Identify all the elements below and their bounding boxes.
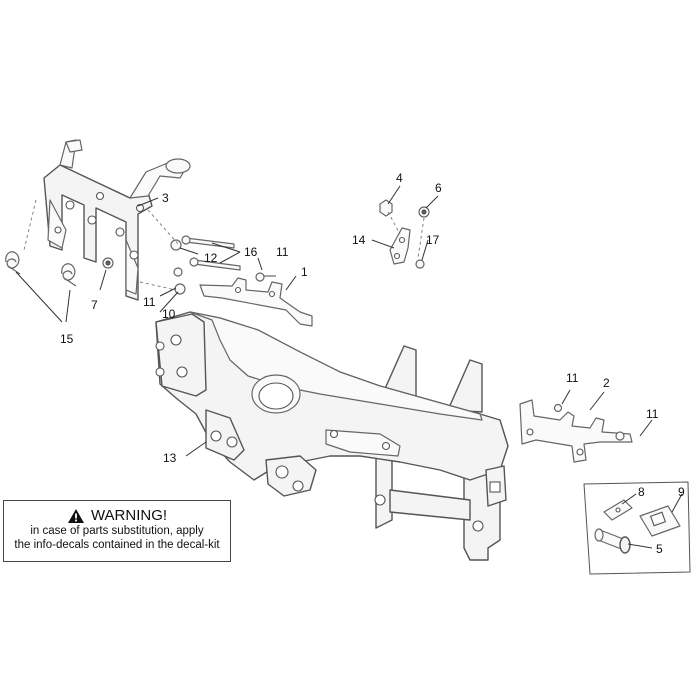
callout-4: 4 bbox=[396, 171, 403, 185]
callout-11-right-left: 11 bbox=[566, 371, 579, 385]
callout-11-right-right: 11 bbox=[646, 407, 659, 421]
callout-8: 8 bbox=[638, 485, 645, 499]
callout-17: 17 bbox=[426, 233, 440, 247]
callout-numbers: 3 16 12 11 1 11 10 7 15 4 6 14 17 13 11 … bbox=[60, 171, 685, 556]
sleeve-part-5 bbox=[594, 528, 631, 554]
nut-part-7 bbox=[102, 257, 114, 269]
leader-lines bbox=[15, 185, 683, 549]
warning-line-1: in case of parts substitution, apply bbox=[30, 525, 204, 537]
callout-2: 2 bbox=[603, 376, 610, 390]
callout-16: 16 bbox=[244, 245, 258, 259]
callout-11-left-upper: 11 bbox=[276, 245, 289, 259]
bracket-part-2 bbox=[519, 399, 633, 463]
callout-6: 6 bbox=[435, 181, 442, 195]
callout-7: 7 bbox=[91, 298, 98, 312]
warning-line-2: the info-decals contained in the decal-k… bbox=[14, 539, 220, 551]
spring-clips-part-15 bbox=[5, 251, 77, 287]
callout-11-left-lower: 11 bbox=[143, 295, 156, 309]
warning-title-row: WARNING! bbox=[4, 507, 230, 524]
callout-15: 15 bbox=[60, 332, 74, 346]
callout-10: 10 bbox=[162, 307, 176, 321]
screw-part-6 bbox=[418, 206, 430, 218]
callout-1: 1 bbox=[301, 265, 308, 279]
callout-3: 3 bbox=[162, 191, 169, 205]
bolts-part-16 bbox=[181, 235, 241, 271]
bracket-part-14 bbox=[389, 227, 411, 265]
warning-title: WARNING! bbox=[90, 507, 168, 524]
clip-part-8 bbox=[603, 499, 633, 521]
screw-part-17 bbox=[415, 259, 425, 269]
parts-inset-box bbox=[583, 481, 691, 575]
bracket-part-1 bbox=[199, 277, 313, 327]
warning-triangle-icon bbox=[67, 508, 84, 523]
warning-box: WARNING! in case of parts substitution, … bbox=[3, 500, 231, 562]
callout-5: 5 bbox=[656, 542, 663, 556]
front-subframe-part-3 bbox=[43, 139, 191, 301]
screws-part-10-11-12 bbox=[170, 239, 276, 295]
callout-12: 12 bbox=[204, 251, 218, 265]
nut-part-4 bbox=[379, 199, 393, 217]
callout-9: 9 bbox=[678, 485, 685, 499]
callout-14: 14 bbox=[352, 233, 366, 247]
callout-13: 13 bbox=[163, 451, 177, 465]
main-frame-part-13 bbox=[155, 311, 509, 561]
plate-part-9 bbox=[639, 505, 681, 537]
